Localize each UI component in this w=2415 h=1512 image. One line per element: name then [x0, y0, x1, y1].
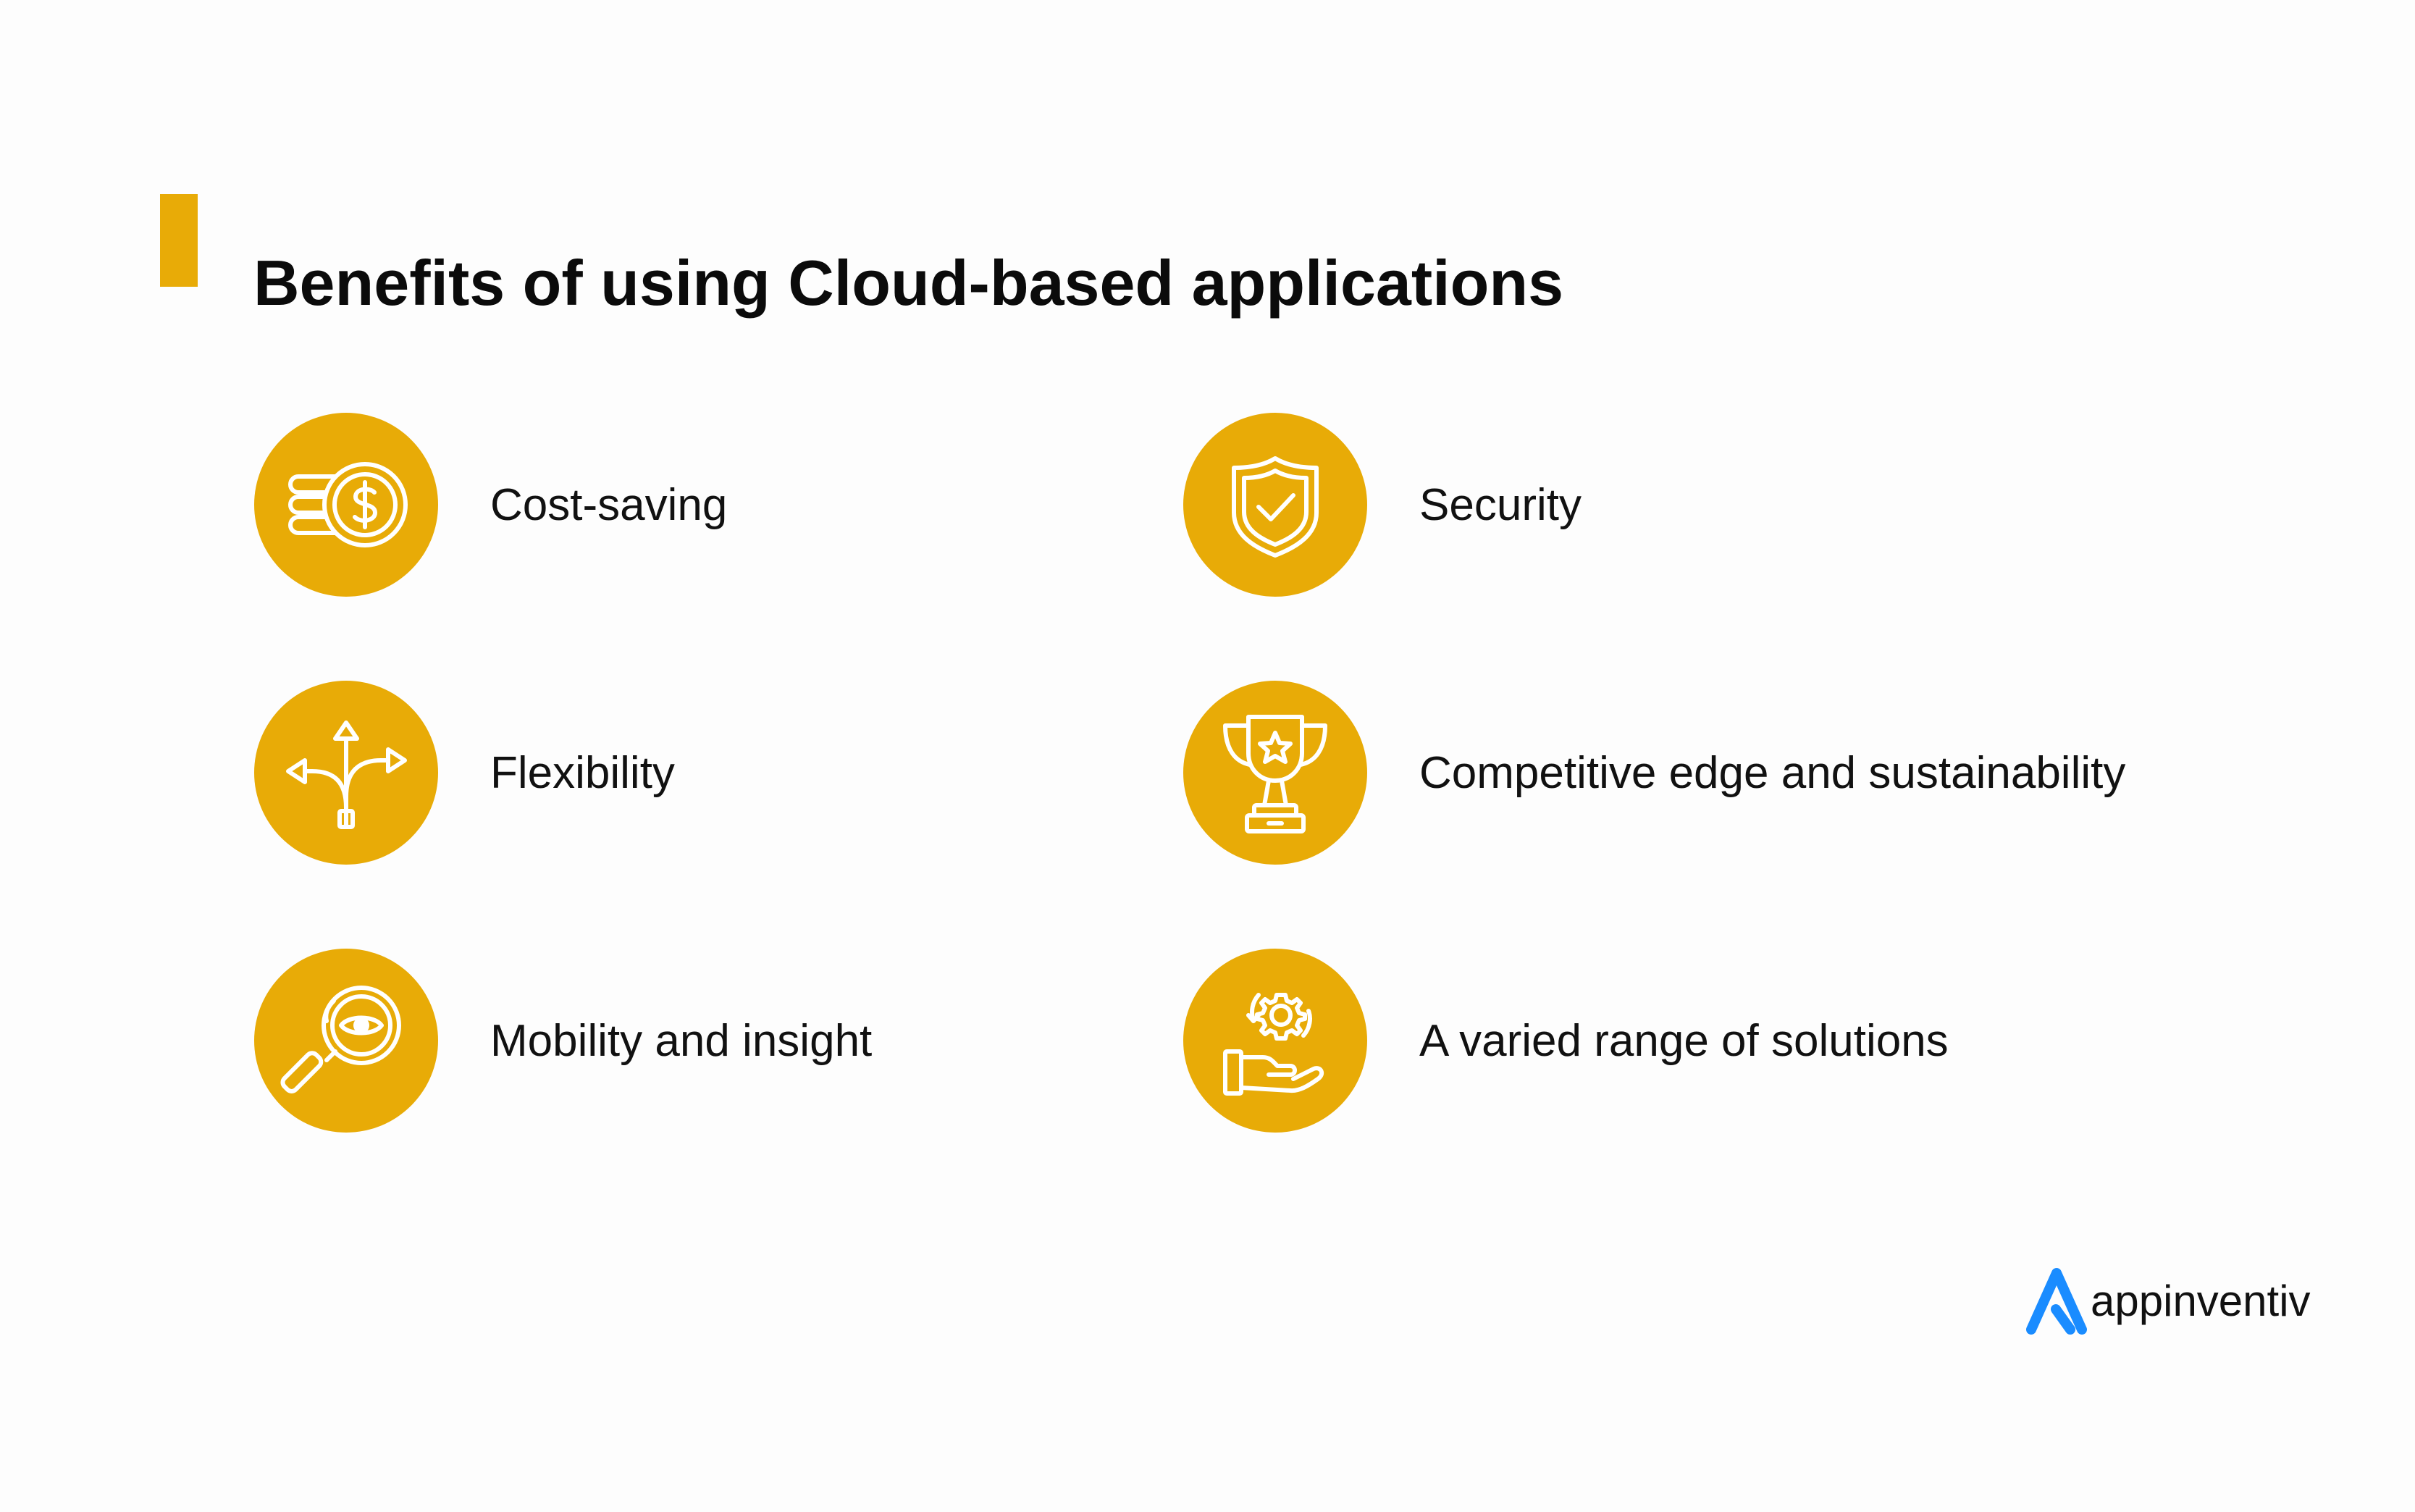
hand-gear-icon: [1183, 949, 1367, 1133]
trophy-star-icon: [1183, 681, 1367, 865]
benefit-item-security: Security: [1183, 413, 1582, 597]
benefit-item-cost-saving: Cost-saving: [254, 413, 727, 597]
brand-name: appinventiv: [2091, 1276, 2311, 1325]
benefit-item-mobility: Mobility and insight: [254, 949, 872, 1133]
brand-logo: appinventiv: [2024, 1266, 2311, 1335]
benefit-label: Security: [1419, 479, 1582, 530]
title-accent-bar: [160, 194, 198, 287]
appinventiv-logo-icon: [2026, 1268, 2087, 1335]
split-arrows-icon: [254, 681, 438, 865]
page-title: Benefits of using Cloud-based applicatio…: [253, 246, 1564, 319]
magnifier-eye-icon: [254, 949, 438, 1133]
benefit-item-competitive-edge: Competitive edge and sustainability: [1183, 681, 2125, 865]
coins-dollar-icon: [254, 413, 438, 597]
benefit-label: Mobility and insight: [490, 1015, 873, 1066]
shield-check-icon: [1183, 413, 1367, 597]
benefit-label: Flexibility: [490, 747, 675, 798]
benefit-item-flexibility: Flexibility: [254, 681, 675, 865]
benefit-item-varied-solutions: A varied range of solutions: [1183, 949, 1949, 1133]
benefit-label: Cost-saving: [490, 479, 728, 530]
benefit-label: Competitive edge and sustainability: [1419, 747, 2126, 798]
benefit-label: A varied range of solutions: [1419, 1015, 1949, 1066]
